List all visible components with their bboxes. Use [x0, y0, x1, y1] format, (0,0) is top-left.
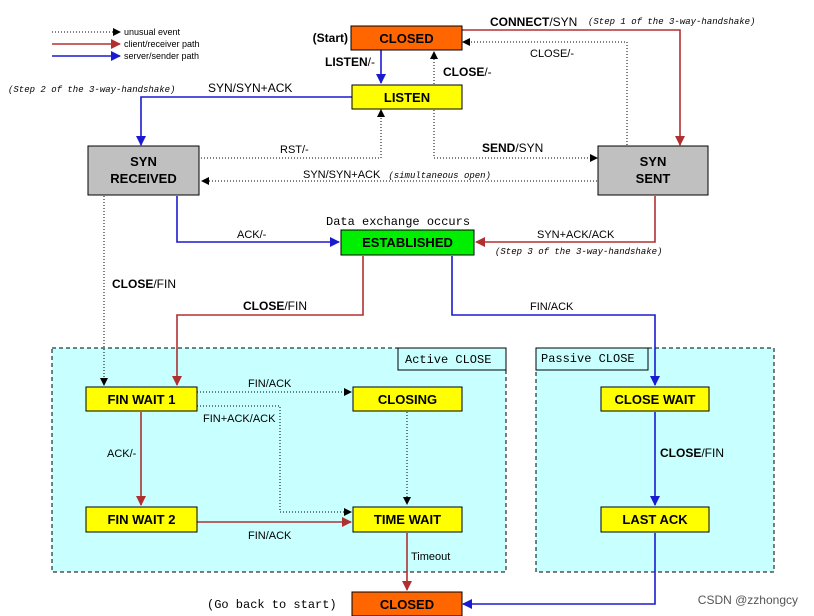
state-last-ack: LAST ACK	[600, 506, 710, 533]
fin-ack-timewait-label: FIN/ACK	[248, 530, 292, 542]
edge-syn-synack	[136, 96, 352, 146]
step1-label: (Step 1 of the 3-way-handshake)	[588, 17, 755, 27]
listen-edge-label: LISTEN/-	[325, 55, 375, 69]
state-last-ack-label: LAST ACK	[622, 512, 688, 527]
edge-ack-established	[176, 196, 340, 247]
watermark: CSDN @zzhongcy	[698, 593, 798, 607]
state-close-wait: CLOSE WAIT	[600, 386, 710, 412]
state-listen: LISTEN	[351, 84, 463, 110]
ack-finwait2-label: ACK/-	[107, 448, 137, 460]
simul-open-label: SYN/SYN+ACK(simultaneous open)	[303, 169, 491, 181]
edge-connect-syn	[462, 29, 685, 146]
fin-ack-passive-label: FIN/ACK	[530, 301, 574, 313]
state-close-wait-label: CLOSE WAIT	[615, 392, 696, 407]
syn-synack-label: SYN/SYN+ACK	[208, 81, 292, 95]
state-syn-sent-label-1: SYN	[640, 154, 667, 169]
synrcvd-close-fin-label: CLOSE/FIN	[112, 277, 176, 291]
passive-close-label: Passive CLOSE	[541, 352, 635, 366]
state-syn-sent-label-2: SENT	[636, 171, 671, 186]
step2-label: (Step 2 of the 3-way-handshake)	[8, 85, 175, 95]
connect-label: CONNECT/SYN	[490, 15, 577, 29]
state-syn-received: SYN RECEIVED	[87, 145, 200, 196]
state-established-label: ESTABLISHED	[362, 235, 453, 250]
edge-close-fin	[172, 256, 364, 386]
state-fin-wait-1: FIN WAIT 1	[85, 386, 198, 412]
state-syn-received-label-1: SYN	[130, 154, 157, 169]
active-close-region	[51, 347, 507, 573]
send-syn-label: SEND/SYN	[482, 141, 543, 155]
state-syn-sent: SYN SENT	[597, 145, 709, 196]
data-exchange-label: Data exchange occurs	[326, 215, 470, 229]
go-back-label: (Go back to start)	[207, 598, 337, 612]
rst-label: RST/-	[280, 144, 309, 156]
edge-rst	[201, 109, 385, 159]
state-closed-bottom: CLOSED	[351, 591, 463, 616]
state-listen-label: LISTEN	[384, 90, 430, 105]
state-fin-wait-2: FIN WAIT 2	[85, 506, 198, 533]
ack-established-label: ACK/-	[237, 229, 267, 241]
start-label: (Start)	[313, 31, 348, 45]
state-established: ESTABLISHED	[340, 229, 475, 256]
edge-fin-ack-passive	[451, 256, 660, 386]
fin-ack-closing-label: FIN/ACK	[248, 378, 292, 390]
edge-send-syn	[433, 110, 598, 162]
state-time-wait-label: TIME WAIT	[374, 512, 441, 527]
state-closed-top: CLOSED	[350, 25, 463, 51]
edge-synsent-close	[462, 38, 628, 145]
edge-lastack-closed	[462, 533, 656, 609]
edge-finack-ack	[197, 405, 352, 516]
synsent-close-label: CLOSE/-	[530, 48, 574, 60]
edge-synack-ack	[475, 196, 656, 247]
legend-unusual-label: unusual event	[124, 27, 181, 37]
state-closing: CLOSING	[352, 386, 463, 412]
state-fin-wait-2-label: FIN WAIT 2	[108, 512, 176, 527]
state-time-wait: TIME WAIT	[352, 506, 463, 533]
legend-server-label: server/sender path	[124, 51, 199, 61]
active-close-tab	[397, 347, 507, 371]
legend: unusual event client/receiver path serve…	[52, 27, 200, 61]
closewait-close-fin-label: CLOSE/FIN	[660, 446, 724, 460]
finack-ack-label: FIN+ACK/ACK	[203, 413, 276, 425]
active-close-label: Active CLOSE	[405, 353, 491, 367]
listen-close-label: CLOSE/-	[443, 65, 492, 79]
step3-label: (Step 3 of the 3-way-handshake)	[495, 247, 662, 257]
state-closed-top-label: CLOSED	[379, 31, 433, 46]
state-fin-wait-1-label: FIN WAIT 1	[108, 392, 176, 407]
passive-close-tab	[535, 347, 649, 371]
state-closing-label: CLOSING	[378, 392, 437, 407]
state-syn-received-label-2: RECEIVED	[110, 171, 176, 186]
close-fin-label: CLOSE/FIN	[243, 299, 307, 313]
timeout-label: Timeout	[411, 551, 450, 563]
state-closed-bottom-label: CLOSED	[380, 597, 434, 612]
legend-client-label: client/receiver path	[124, 39, 200, 49]
synack-ack-label: SYN+ACK/ACK	[537, 229, 615, 241]
